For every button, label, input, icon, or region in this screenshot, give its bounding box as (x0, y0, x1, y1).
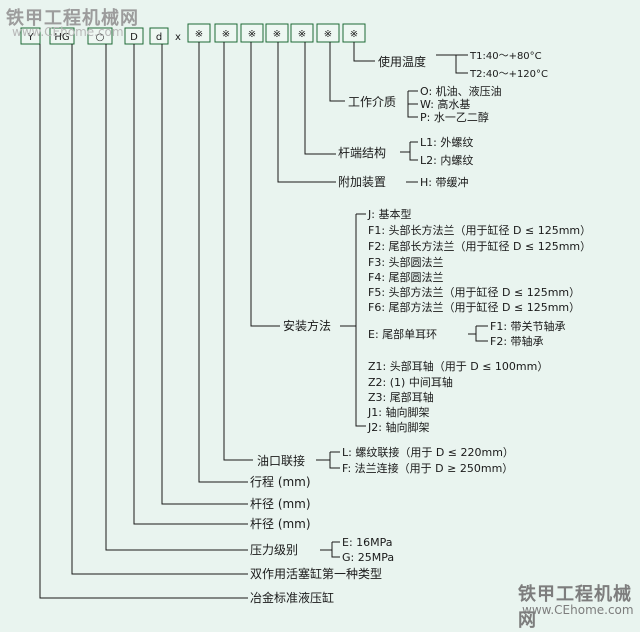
pressure-label: 压力级别 (250, 543, 298, 557)
mounting-option-4: F3: 头部圆法兰 (368, 255, 444, 269)
pressure-option-1: E: 16MPa (342, 536, 393, 549)
code-box-12: ※ (342, 23, 366, 43)
temperature-option-2: T2:40～+120°C (469, 69, 548, 80)
mounting-option-13: J2: 轴向脚架 (367, 420, 429, 434)
mounting-option-11: Z3: 尾部耳轴 (368, 390, 434, 404)
svg-text:※: ※ (195, 29, 203, 40)
rod-end-option-2: L2: 内螺纹 (420, 153, 473, 167)
medium-option-3: P: 水一乙二醇 (420, 110, 489, 124)
bore-diameter-label: 杆径 (mm) (250, 517, 311, 531)
mounting-option-5: F4: 尾部圆法兰 (368, 270, 444, 284)
pressure-option-2: G: 25MPa (342, 551, 394, 564)
port-option-2: F: 法兰连接（用于 D ≥ 250mm） (342, 461, 513, 475)
standard-label: 冶金标准液压缸 (250, 590, 334, 605)
medium-option-1: O: 机油、液压油 (420, 84, 502, 98)
mounting-option-6: F5: 头部方法兰（用于缸径 D ≤ 125mm） (368, 285, 580, 299)
mounting-option-2: F1: 头部长方法兰（用于缸径 D ≤ 125mm） (368, 223, 591, 237)
mounting-option-8: E: 尾部单耳环 (368, 327, 437, 341)
temperature-option-1: T1:40～+80°C (469, 51, 542, 62)
code-box-7: ※ (214, 23, 238, 43)
mounting-option-3: F2: 尾部长方法兰（用于缸径 D ≤ 125mm） (368, 239, 591, 253)
code-box-4: D (124, 27, 144, 45)
code-box-9: ※ (265, 23, 289, 43)
mounting-option-10: Z2: (1) 中间耳轴 (368, 375, 453, 389)
port-label: 油口联接 (257, 453, 305, 468)
svg-text:D: D (130, 32, 138, 43)
medium-label: 工作介质 (348, 95, 396, 109)
accessory-option-1: H: 带缓冲 (420, 175, 468, 189)
svg-text:Y: Y (26, 32, 34, 43)
svg-text:※: ※ (350, 29, 358, 40)
watermark-top-left: 铁甲工程机械网 (6, 8, 139, 29)
mounting-sub-option-1: F1: 带关节轴承 (490, 319, 566, 333)
svg-text:※: ※ (273, 29, 281, 40)
accessory-label: 附加装置 (338, 175, 386, 189)
code-box-5: d (149, 27, 169, 45)
code-box-11: ※ (316, 23, 340, 43)
mounting-option-9: Z1: 头部耳轴（用于 D ≤ 100mm） (368, 359, 548, 373)
svg-text:※: ※ (298, 29, 306, 40)
code-box-8: ※ (240, 23, 264, 43)
svg-text:HG: HG (54, 32, 69, 43)
svg-text:※: ※ (248, 29, 256, 40)
temperature-label: 使用温度 (378, 54, 426, 69)
rod-diameter-label: 杆径 (mm) (250, 497, 311, 511)
svg-text:※: ※ (324, 29, 332, 40)
code-box-6: ※ (187, 23, 211, 43)
watermark-top-left-url: www.CEhome.com (12, 25, 124, 39)
port-option-1: L: 螺纹联接（用于 D ≤ 220mm） (342, 445, 514, 459)
mounting-label: 安装方法 (283, 318, 331, 333)
type-label: 双作用活塞缸第一种类型 (250, 566, 382, 581)
medium-option-2: W: 高水基 (420, 97, 470, 111)
mounting-option-7: F6: 尾部方法兰（用于缸径 D ≤ 125mm） (368, 300, 580, 314)
rod-end-label: 杆端结构 (338, 145, 386, 160)
mounting-option-1: J: 基本型 (367, 207, 411, 221)
stroke-label: 行程 (mm) (250, 474, 311, 489)
rod-end-option-1: L1: 外螺纹 (420, 135, 473, 149)
leader-lines (39, 42, 488, 599)
code-box-10: ※ (290, 23, 314, 43)
code-box-3: ○ (87, 27, 113, 45)
mounting-option-12: J1: 轴向脚架 (367, 405, 429, 419)
watermark-bottom-right-url: www.CEhome.com (522, 603, 634, 617)
code-box-2: HG (49, 27, 75, 45)
svg-text:※: ※ (222, 29, 230, 40)
code-x: x (175, 32, 181, 43)
mounting-sub-option-2: F2: 带轴承 (490, 334, 544, 348)
code-box-1: Y (20, 27, 41, 45)
svg-text:d: d (156, 32, 162, 43)
svg-text:○: ○ (96, 32, 105, 43)
